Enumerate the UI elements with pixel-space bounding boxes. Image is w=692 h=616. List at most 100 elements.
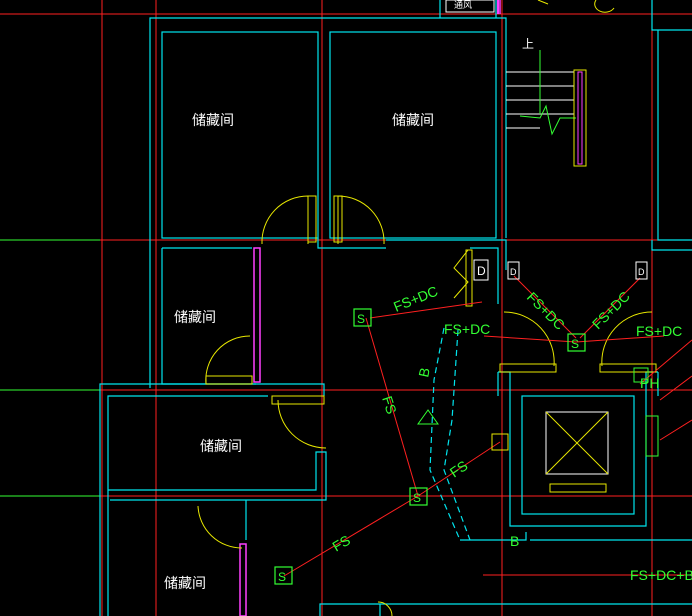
wall-lower-inner — [107, 395, 268, 616]
top-door-leaf — [537, 0, 549, 5]
room-label-3: 储藏间 — [174, 310, 216, 326]
door-leaf-6 — [499, 363, 557, 373]
stair-handrail-inner — [577, 71, 583, 165]
misc-devices — [417, 367, 659, 457]
annotation-b-2: B — [510, 533, 519, 549]
stair-break-line — [519, 104, 576, 136]
door-leaf-8 — [465, 249, 473, 307]
wire-d3-s2 — [579, 277, 641, 339]
detector-box-1 — [353, 308, 372, 327]
door-leaf-7 — [599, 363, 657, 373]
room-label-5: 储藏间 — [164, 576, 206, 592]
door-controllers: D D D — [473, 259, 648, 281]
stair-up-label: 上 — [522, 37, 534, 51]
detector-label-3: S — [413, 491, 421, 505]
wall-lobby-bottom — [460, 532, 527, 541]
elevator-x-2 — [545, 411, 609, 475]
wire-ph — [639, 339, 692, 385]
controller-label-3: D — [638, 267, 645, 277]
wall-corridor-2 — [386, 239, 507, 270]
annotation-fs-3: FS — [330, 532, 353, 555]
door-arc-2 — [337, 195, 385, 245]
top-cut-label: 通风 — [454, 0, 472, 10]
elevator-car — [545, 411, 609, 475]
detector-label-4: S — [278, 570, 286, 584]
wiring — [283, 275, 692, 577]
wall-right-top — [651, 0, 692, 31]
wall-room-4 — [108, 451, 327, 501]
annotation-fs-dc-3: FS+DC — [524, 289, 568, 333]
annotation-fs-dc-2: FS+DC — [444, 321, 490, 337]
wall-corridor-1 — [317, 238, 386, 249]
annotation-fs-dc-5: FS+DC — [636, 323, 682, 339]
smoke-detectors: S S S S — [274, 308, 586, 585]
elevator — [545, 411, 609, 493]
annotation-ph: PH — [640, 375, 659, 391]
elevator-door — [549, 483, 607, 493]
partitions — [239, 0, 501, 616]
wall-right-mid-2 — [651, 240, 692, 251]
door-leaf-3 — [205, 375, 253, 385]
wall-room-2 — [329, 31, 497, 239]
wire-d-s2 — [483, 335, 577, 343]
door-arc-4 — [277, 399, 327, 449]
controller-box-3 — [635, 261, 648, 280]
left-border-lines — [0, 239, 100, 497]
controller-label-1: D — [477, 264, 486, 278]
partition-1 — [253, 247, 261, 383]
annotation-fs-dc-1: FS+DC — [391, 283, 440, 315]
wire-right — [659, 375, 692, 401]
door-leaf-2 — [333, 195, 343, 243]
door-leaf-4 — [271, 395, 325, 405]
wall-corridor-3 — [470, 247, 499, 304]
panel-box — [645, 415, 659, 457]
door-arc-6 — [503, 311, 555, 367]
door-arc-bottom — [377, 601, 393, 616]
module-box — [491, 433, 509, 451]
room-label-4: 储藏间 — [200, 439, 242, 455]
wire-right-2 — [659, 419, 692, 441]
door-arc-3 — [205, 335, 251, 385]
wire-d2-s2 — [513, 275, 577, 339]
door-arc-5 — [197, 505, 243, 549]
wall-room-1 — [161, 31, 319, 239]
wall-elevator-inner — [521, 395, 635, 515]
wire-s3-dev — [417, 441, 501, 497]
door-arc-1 — [261, 195, 309, 245]
wall-right-mid — [657, 30, 692, 241]
detector-box-3 — [409, 487, 428, 506]
doors — [197, 195, 657, 616]
detector-label-2: S — [571, 337, 579, 351]
room-label-1: 储藏间 — [192, 113, 234, 129]
controller-label-2: D — [510, 267, 517, 277]
detector-box-4 — [274, 566, 293, 585]
annotations: FS+DC FS+DC FS+DC FS+DC FS+DC FS+DC+B FS… — [330, 283, 692, 583]
wire-s1-d1 — [369, 301, 483, 319]
controller-box-2 — [507, 261, 520, 280]
ph-box — [633, 367, 649, 383]
annotation-fs-1: FS — [379, 394, 400, 416]
room-labels: 储藏间 储藏间 储藏间 储藏间 储藏间 — [164, 113, 434, 592]
wire-s1-s3 — [365, 317, 419, 497]
wall-lobby-curve-dash — [429, 327, 461, 541]
annotation-fs-2: FS — [447, 457, 471, 480]
wall-bottom — [319, 603, 692, 616]
wire-s2-r — [575, 335, 665, 343]
wall-lobby-curve-dash-2 — [443, 329, 471, 541]
detector-box-2 — [567, 333, 586, 352]
annotation-fs-dc-4: FS+DC — [589, 288, 633, 332]
wire-s3-s4 — [283, 495, 419, 577]
top-door-arc — [594, 0, 615, 13]
partition-2 — [239, 543, 247, 616]
top-cut-box — [445, 0, 495, 13]
annotation-fs-dc-b: FS+DC+B — [630, 567, 692, 583]
annotation-b-1: B — [415, 366, 433, 378]
door-zigzag — [453, 249, 469, 299]
stair-arrow — [519, 50, 576, 136]
door-leaf-1 — [307, 195, 317, 243]
stair-handrail — [573, 69, 587, 167]
room-label-2: 储藏间 — [392, 113, 434, 129]
